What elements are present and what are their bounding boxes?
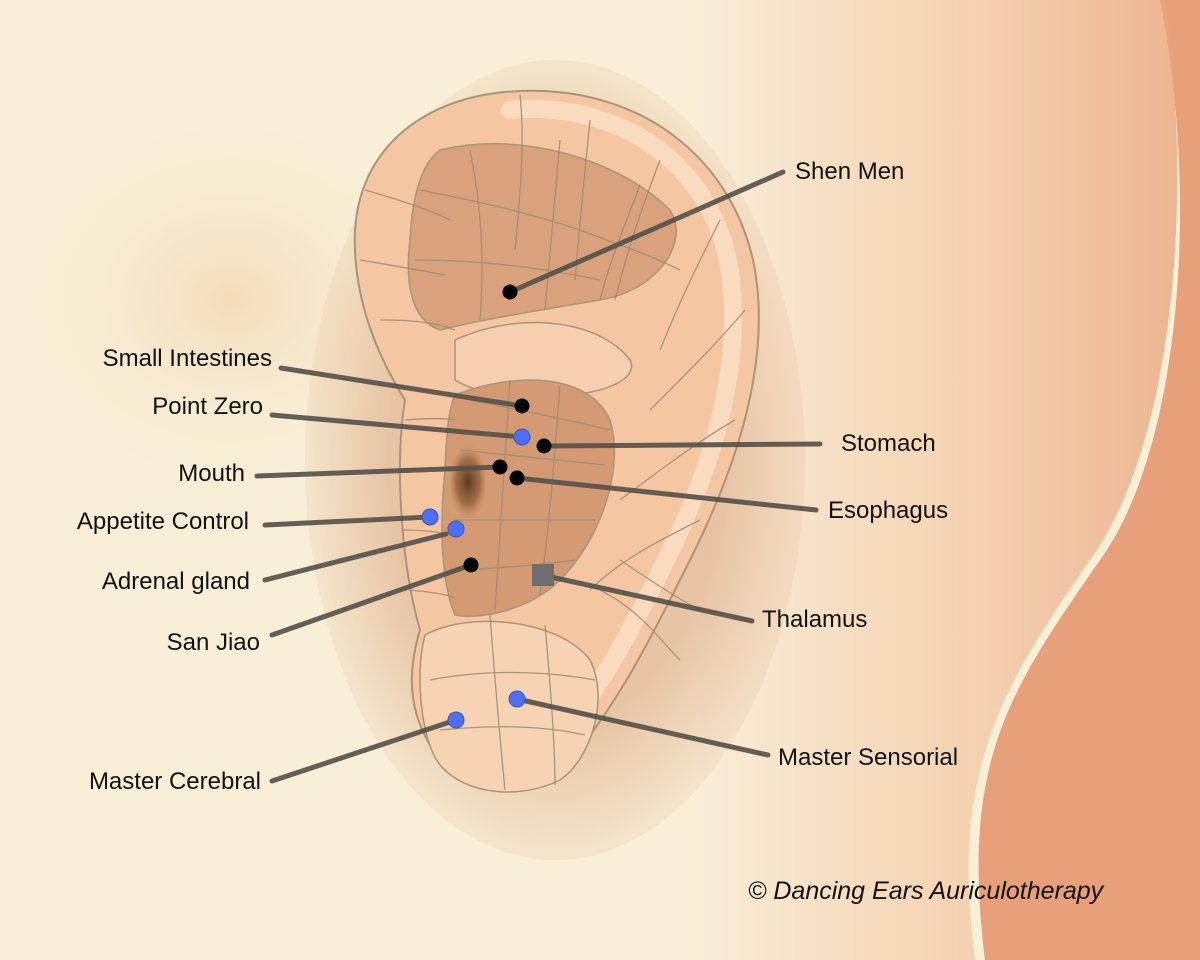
- leader-line-appetite-control: [262, 514, 433, 528]
- leader-line-point-zero: [269, 412, 525, 440]
- marker-mouth: [492, 459, 508, 475]
- neck-shade: [700, 0, 1178, 960]
- leader-line-adrenal-gland: [262, 531, 449, 583]
- label-mouth: Mouth: [178, 460, 245, 487]
- leader-line-small-intestines: [278, 365, 525, 409]
- ear-canal: [448, 444, 488, 520]
- leader-line-shen-men: [507, 169, 786, 295]
- marker-master-sensorial: [508, 690, 526, 708]
- label-point-zero: Point Zero: [152, 393, 263, 420]
- marker-shen-men: [502, 284, 518, 300]
- leader-line-san-jiao: [269, 562, 474, 638]
- label-shen-men: Shen Men: [795, 158, 905, 185]
- leader-lines: [254, 169, 823, 784]
- copyright-credit: © Dancing Ears Auriculotherapy: [748, 877, 1104, 905]
- point-markers: [421, 284, 554, 729]
- marker-thalamus: [532, 564, 554, 586]
- label-master-sensorial: Master Sensorial: [778, 744, 959, 771]
- marker-master-cerebral: [447, 711, 465, 729]
- leader-line-master-cerebral: [269, 717, 459, 784]
- leader-line-mouth: [254, 464, 503, 479]
- label-stomach: Stomach: [841, 430, 936, 457]
- label-adrenal-gland: Adrenal gland: [101, 568, 250, 595]
- marker-san-jiao: [463, 557, 479, 573]
- upper-concha: [407, 143, 677, 331]
- leader-line-stomach: [541, 441, 823, 449]
- label-appetite-control: Appetite Control: [76, 508, 249, 535]
- helix-highlight: [501, 100, 743, 744]
- marker-adrenal-gland: [447, 520, 465, 538]
- leader-line-thalamus: [539, 572, 755, 624]
- marker-appetite-control: [421, 508, 439, 526]
- marker-stomach: [536, 438, 552, 454]
- marker-point-zero: [513, 428, 531, 446]
- label-esophagus: Esophagus: [828, 497, 949, 524]
- marker-small-intestines: [514, 398, 530, 414]
- leader-line-master-sensorial: [514, 696, 771, 758]
- neck-edge: [978, 0, 1200, 960]
- label-thalamus: Thalamus: [762, 606, 868, 633]
- ear-lobe: [419, 620, 599, 793]
- label-master-cerebral: Master Cerebral: [88, 768, 261, 795]
- leader-line-esophagus: [514, 475, 819, 513]
- label-san-jiao: San Jiao: [166, 629, 260, 656]
- label-small-intestines: Small Intestines: [102, 345, 272, 372]
- marker-esophagus: [509, 470, 525, 486]
